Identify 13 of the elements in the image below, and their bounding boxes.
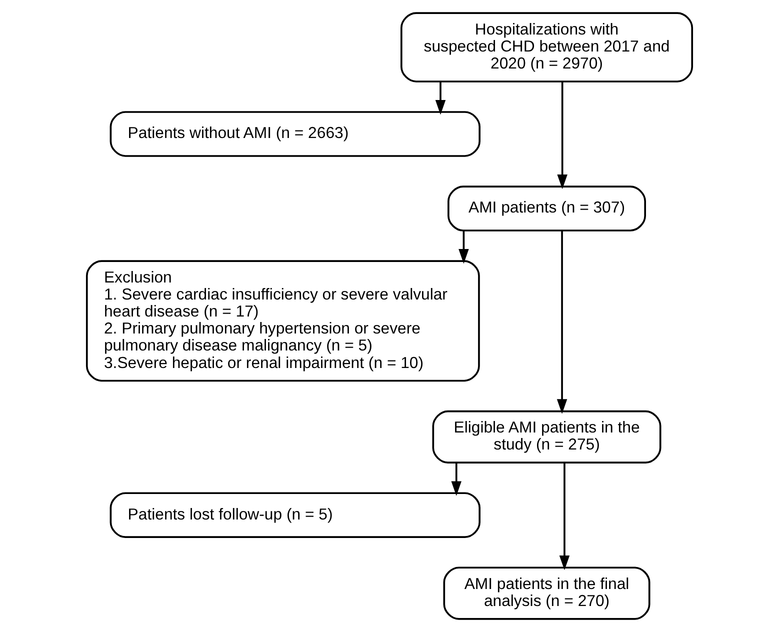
node-box: AMI patients (n = 307) [448, 186, 646, 232]
arrow [556, 230, 568, 414]
node-box: Eligible AMI patients in the study (n = 275) [432, 410, 662, 464]
arrow [458, 230, 469, 264]
node-box: Hospitalizations with suspected CHD between 2017 and 2020 (n = 2970) [400, 12, 694, 82]
arrow [435, 82, 446, 115]
node-box: AMI patients in the final analysis (n = 270) [443, 566, 650, 620]
node-box: Exclusion 1. Severe cardiac insufficiency or severe valvular heart disease (n = 17) 2. Primary pulmonary hypertension or severe pulmonary disease malignancy (n = 5) 3.Severe hepatic or renal impairment (n = 10) [86, 260, 480, 382]
arrow [451, 462, 462, 496]
node-box: Patients without AMI (n = 2663) [110, 111, 480, 157]
arrow [557, 82, 568, 190]
node-box: Patients lost follow-up (n = 5) [110, 492, 480, 538]
arrow [559, 462, 570, 570]
